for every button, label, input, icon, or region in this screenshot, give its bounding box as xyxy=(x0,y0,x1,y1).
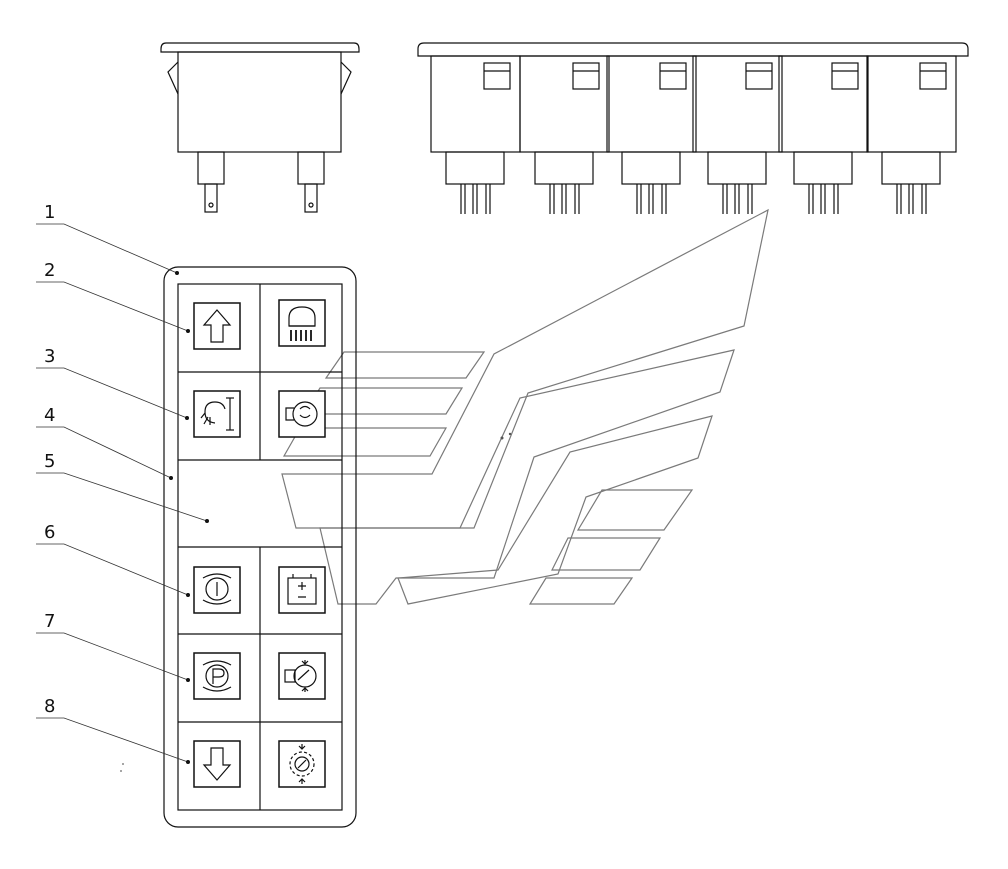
arrow-down-icon xyxy=(193,740,241,788)
switch-panel-front xyxy=(163,266,357,828)
logo-watermark xyxy=(281,208,769,605)
work-light-icon xyxy=(278,299,326,347)
fog-lamp-icon xyxy=(278,390,326,438)
callout-6: 6 xyxy=(44,522,55,543)
parking-brake-icon xyxy=(193,652,241,700)
callout-leaders xyxy=(36,223,209,772)
axle-beam-icon xyxy=(193,390,241,438)
callout-3: 3 xyxy=(44,346,55,367)
battery-icon xyxy=(278,566,326,614)
arrow-up-icon xyxy=(193,302,241,350)
single-switch-side-view xyxy=(160,42,360,213)
callout-5: 5 xyxy=(44,451,55,472)
callout-1: 1 xyxy=(44,202,55,223)
callout-4: 4 xyxy=(44,405,55,426)
callout-8: 8 xyxy=(44,696,55,717)
callout-2: 2 xyxy=(44,260,55,281)
callout-7: 7 xyxy=(44,611,55,632)
diff-lock-icon xyxy=(278,652,326,700)
pto-icon xyxy=(278,740,326,788)
switch-assembly-side-view xyxy=(417,42,969,215)
retarder-icon xyxy=(193,566,241,614)
